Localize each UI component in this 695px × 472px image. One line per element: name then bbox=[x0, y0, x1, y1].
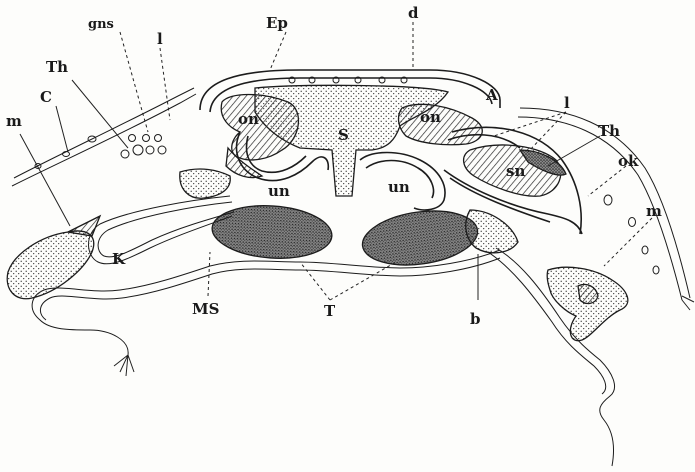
label-K: K bbox=[112, 250, 126, 268]
label-gns: gns bbox=[88, 17, 114, 32]
label-MS: MS bbox=[192, 300, 219, 318]
label-S: S bbox=[338, 126, 349, 144]
label-un-left: un bbox=[268, 182, 290, 200]
label-un-right: un bbox=[388, 178, 410, 196]
label-C: C bbox=[40, 88, 52, 106]
label-Th-right: Th bbox=[598, 122, 620, 140]
label-sn: sn bbox=[506, 162, 525, 180]
label-d: d bbox=[408, 4, 419, 22]
testis-left bbox=[210, 202, 333, 262]
label-m-left: m bbox=[6, 112, 22, 130]
stippled-mass-right-of-T bbox=[466, 210, 518, 253]
label-on-left: on bbox=[238, 110, 259, 128]
label-Th-left: Th bbox=[46, 58, 68, 76]
mesentery-MS bbox=[32, 250, 500, 355]
olfactory-organ-left bbox=[221, 95, 298, 160]
label-T: T bbox=[324, 302, 336, 320]
testis-right bbox=[359, 204, 481, 272]
label-Ep: Ep bbox=[266, 14, 288, 32]
label-ok: ok bbox=[618, 152, 639, 170]
label-b: b bbox=[470, 310, 481, 328]
label-l-left: l bbox=[157, 30, 163, 48]
label-m-right: m bbox=[646, 202, 662, 220]
label-A: A bbox=[485, 86, 498, 104]
ganglion-cells bbox=[129, 135, 167, 156]
thread-cell-left bbox=[121, 150, 129, 158]
muscle-m-left bbox=[7, 231, 94, 299]
stippled-flank-left bbox=[180, 169, 230, 198]
label-l-right: l bbox=[564, 94, 570, 112]
label-on-right: on bbox=[420, 108, 441, 126]
tube-K bbox=[89, 196, 233, 264]
mesentery-fringe bbox=[114, 355, 134, 376]
